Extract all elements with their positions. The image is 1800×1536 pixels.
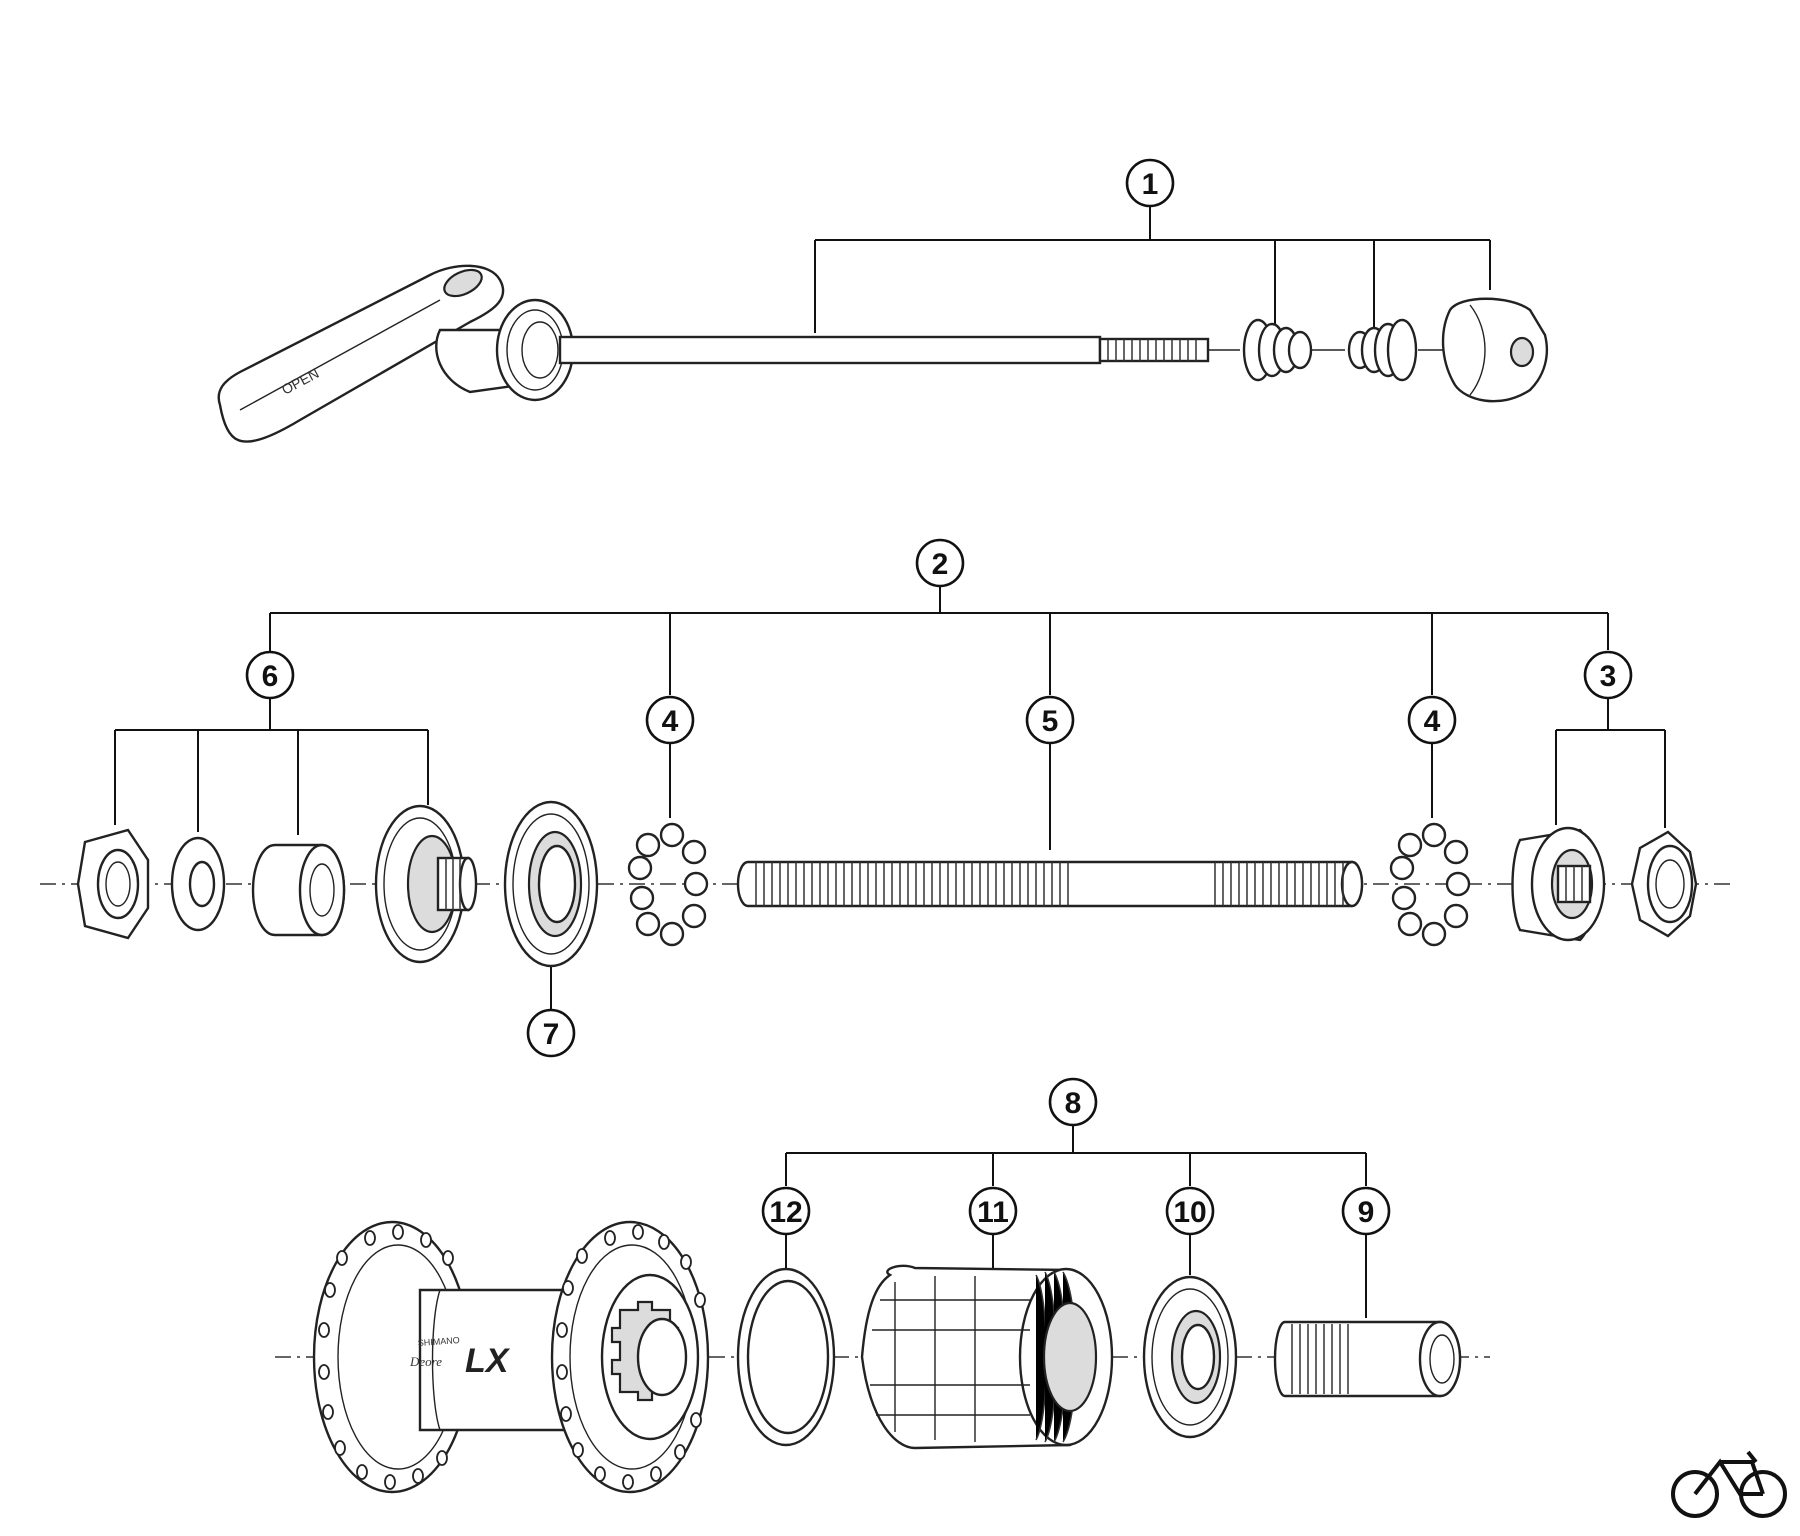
svg-text:LX: LX [465, 1342, 511, 1380]
conical-spring-left [1242, 318, 1313, 382]
callout-4-right: 4 [1407, 695, 1457, 745]
quick-release-skewer [558, 335, 1240, 365]
callout-6: 6 [245, 650, 295, 700]
callout-5: 5 [1025, 695, 1075, 745]
bicycle-logo-icon [1671, 1450, 1787, 1518]
steel-balls-right [1389, 822, 1471, 947]
svg-text:4: 4 [662, 705, 679, 738]
callout-11: 11 [968, 1186, 1018, 1236]
seal-ring [503, 800, 599, 968]
hub-axle [736, 860, 1364, 908]
svg-text:4: 4 [1424, 705, 1441, 738]
quick-release-group: 1 OPEN [217, 158, 1549, 443]
conical-spring-right [1347, 318, 1418, 382]
hub-cone-right [1511, 826, 1606, 942]
callout-4-left: 4 [645, 695, 695, 745]
lock-nut-right [1630, 830, 1698, 938]
svg-text:2: 2 [932, 548, 949, 581]
svg-text:8: 8 [1065, 1087, 1082, 1120]
svg-text:3: 3 [1600, 660, 1617, 693]
svg-text:5: 5 [1042, 705, 1059, 738]
lock-nut-left [76, 828, 150, 940]
svg-text:SHIMANO: SHIMANO [417, 1335, 460, 1348]
svg-text:Deore: Deore [409, 1354, 442, 1369]
hub-body-group: 8 12 11 10 9 [275, 1077, 1490, 1494]
freehub-fixing-bolt-washer [1142, 1275, 1238, 1439]
freehub-spacer-ring [736, 1267, 836, 1447]
callout-3: 3 [1583, 650, 1633, 700]
svg-text:1: 1 [1142, 168, 1159, 201]
svg-text:9: 9 [1358, 1196, 1375, 1229]
steel-balls-left [627, 822, 709, 947]
hub-axle-group: 2 6 4 5 4 3 [40, 538, 1735, 1058]
callout-10: 10 [1165, 1186, 1215, 1236]
svg-text:6: 6 [262, 660, 279, 693]
spacer-left [251, 843, 346, 937]
hub-cone-left [374, 804, 478, 964]
freehub-fixing-bolt [1273, 1320, 1462, 1398]
freehub-body [860, 1264, 1114, 1450]
svg-text:7: 7 [543, 1018, 560, 1051]
callout-7: 7 [526, 1008, 576, 1058]
svg-text:12: 12 [769, 1196, 802, 1229]
quick-release-lever: OPEN [217, 264, 527, 443]
svg-text:10: 10 [1173, 1196, 1206, 1229]
callout-1: 1 [1125, 158, 1175, 208]
callout-12: 12 [761, 1186, 811, 1236]
callout-2: 2 [915, 538, 965, 588]
svg-text:11: 11 [977, 1196, 1009, 1229]
quick-release-adjusting-nut [1441, 297, 1549, 403]
callout-9: 9 [1341, 1186, 1391, 1236]
washer-left [170, 836, 226, 932]
callout-8: 8 [1048, 1077, 1098, 1127]
hub-shell: SHIMANO Deore LX [312, 1220, 710, 1494]
